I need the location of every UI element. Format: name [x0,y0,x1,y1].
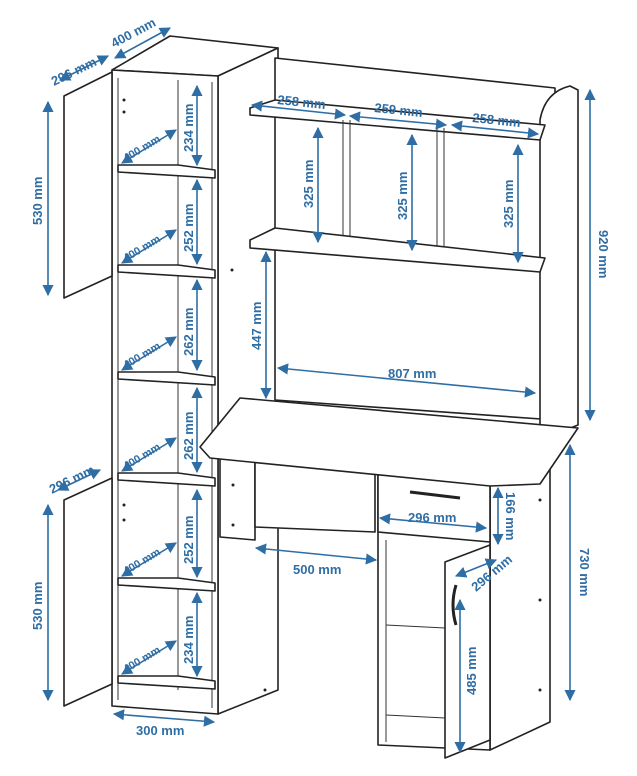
label-upper-door-height: 530 mm [30,177,45,225]
label-compartment-height-2: 252 mm [181,204,196,252]
label-hutch-compartment-2: 325 mm [395,172,410,220]
label-hutch-inner-width: 807 mm [388,366,436,381]
bookcase-shelves [117,164,216,690]
label-compartment-height-4: 262 mm [181,412,196,460]
label-knee-width: 500 mm [293,562,341,577]
label-hutch-total-height: 920 mm [596,230,611,278]
label-drawer-height: 166 mm [503,492,518,540]
label-compartment-height-3: 262 mm [181,308,196,356]
label-cabinet-height: 485 mm [464,647,479,695]
bookcase-upper-door [63,71,113,299]
label-lower-door-height: 530 mm [30,582,45,630]
bookcase [63,35,279,715]
bookcase-lower-door [63,477,113,707]
label-hutch-clearance-height: 447 mm [249,302,264,350]
label-hutch-compartment-3: 325 mm [501,180,516,228]
label-hutch-shelf-width-2: 259 mm [374,100,424,120]
label-drawer-width: 296 mm [408,510,456,525]
label-bookcase-base-width: 300 mm [136,723,184,738]
label-bookcase-width: 400 mm [108,15,158,51]
label-hutch-shelf-width-3: 258 mm [472,110,522,130]
label-hutch-shelf-width-1: 258 mm [277,92,327,112]
label-compartment-height-5: 252 mm [181,516,196,564]
drawer-handle [409,490,461,500]
desk-left-leg [219,454,256,541]
label-compartment-height-6: 234 mm [181,616,196,664]
label-hutch-compartment-1: 325 mm [301,160,316,208]
label-compartment-height-1: 234 mm [181,104,196,152]
hutch-side [539,85,579,441]
dimension-lines [42,27,596,754]
desk-top [199,397,579,487]
label-desk-height: 730 mm [577,548,592,596]
bookcase-side [217,47,279,715]
hutch-middle-shelf [249,227,546,273]
